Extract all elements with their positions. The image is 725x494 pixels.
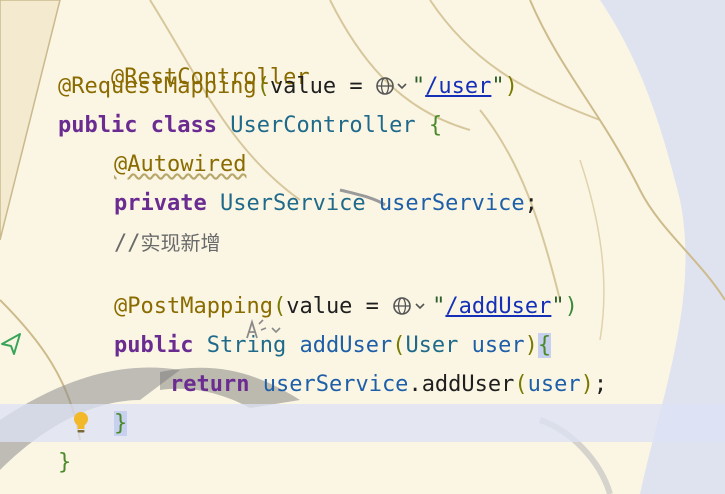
code-line-5[interactable]: private UserService userService; [114, 189, 538, 219]
code-line-10[interactable]: return userService.addUser(user); [170, 370, 607, 400]
annotation-post-mapping: @PostMapping [114, 294, 273, 319]
code-line-3[interactable]: public class UserController { [58, 111, 442, 141]
semicolon: ; [524, 191, 538, 216]
open-paren: ( [514, 372, 528, 397]
code-line-9[interactable]: public String addUser(User user){ [114, 331, 552, 361]
param-user: user [471, 333, 525, 358]
close-paren: ) [504, 74, 518, 99]
keyword-return: return [170, 372, 250, 397]
open-paren: ( [256, 74, 270, 99]
code-line-12[interactable]: } [58, 448, 71, 478]
open-brace: { [428, 113, 443, 138]
close-paren: ) [580, 372, 594, 397]
comment-text: 实现新增 [140, 231, 221, 255]
code-line-2[interactable]: @RequestMapping(value = "/user") [58, 72, 518, 102]
code-line-1[interactable]: @RestController [58, 33, 310, 90]
quote-open: " [432, 294, 446, 319]
code-line-6[interactable]: //实现新增 [114, 228, 221, 258]
dot: . [408, 372, 422, 397]
code-line-7[interactable] [110, 258, 286, 339]
class-close-brace: } [58, 450, 72, 475]
keyword-private: private [114, 191, 207, 216]
path-link-add-user[interactable]: /addUser [445, 294, 552, 319]
quote-close: " [551, 294, 565, 319]
code-line-4[interactable]: @Autowired [114, 150, 246, 180]
ref-user-service: userService [262, 372, 409, 397]
class-name: UserController [230, 113, 416, 138]
method-open-brace: { [537, 333, 552, 358]
close-paren: ) [564, 294, 578, 319]
globe-icon[interactable] [392, 295, 432, 325]
semicolon: ; [593, 372, 608, 397]
lightbulb-icon[interactable] [70, 410, 92, 440]
arg-user: user [527, 372, 581, 397]
annotation-autowired: @Autowired [114, 152, 247, 177]
globe-icon[interactable] [376, 75, 412, 105]
type-string: String [206, 333, 287, 358]
method-add-user: addUser [299, 333, 393, 358]
annotation-request-mapping: @RequestMapping [58, 74, 257, 99]
annotation-rest-controller: @RestController [110, 65, 310, 90]
field-user-service: userService [378, 191, 525, 216]
quote-open: " [411, 74, 426, 99]
code-line-11[interactable]: } [114, 409, 128, 439]
param-type-user: User [405, 333, 459, 358]
call-add-user: addUser [421, 372, 515, 397]
keyword-public: public [58, 113, 138, 138]
endpoint-arrow-icon[interactable] [0, 330, 24, 362]
keyword-public: public [114, 333, 194, 358]
quote-close: " [491, 74, 505, 99]
close-paren: ) [524, 333, 538, 358]
open-paren: ( [272, 294, 287, 319]
code-line-8[interactable]: @PostMapping(value = "/addUser") [114, 292, 578, 322]
open-paren: ( [392, 333, 406, 358]
type-user-service: UserService [219, 191, 366, 216]
attr-value: value = [286, 294, 393, 319]
keyword-class: class [150, 113, 217, 138]
attr-value: value = [269, 74, 376, 99]
comment-slashes: // [114, 231, 141, 256]
method-close-brace: } [114, 411, 128, 436]
path-link-user[interactable]: /user [425, 74, 492, 99]
ai-sparkle-icon[interactable] [163, 288, 286, 381]
